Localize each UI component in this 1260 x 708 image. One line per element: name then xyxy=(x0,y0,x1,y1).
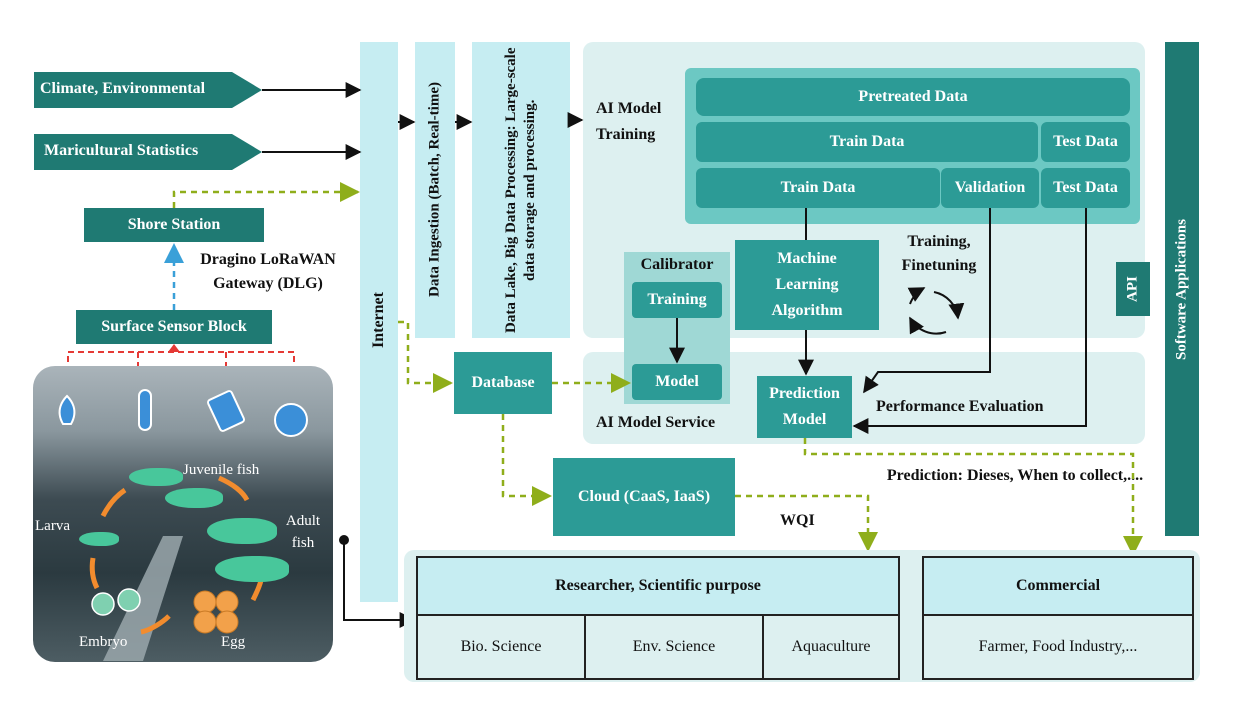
lifecycle-graphics xyxy=(58,389,308,661)
database-box: Database xyxy=(454,352,552,414)
test-data-1: Test Data xyxy=(1041,122,1130,162)
wqi-label: WQI xyxy=(780,512,815,529)
performance-evaluation-label: Performance Evaluation xyxy=(876,398,1044,415)
pretreated-data: Pretreated Data xyxy=(696,78,1130,116)
software-applications-bar xyxy=(1165,42,1199,536)
maricultural-banner xyxy=(34,134,262,170)
train-data-1: Train Data xyxy=(696,122,1038,162)
prediction-note: Prediction: Dieses, When to collect,.... xyxy=(886,467,1144,484)
climate-label: Climate, Environmental xyxy=(40,80,206,97)
calibrator-training: Training xyxy=(632,282,722,318)
cloud-box: Cloud (CaaS, IaaS) xyxy=(553,458,735,536)
thermometer-icon xyxy=(138,389,152,431)
adult-fish-graphic xyxy=(207,518,277,544)
larva-label: Larva xyxy=(35,518,70,534)
ml-algorithm: Machine Learning Algorithm xyxy=(735,240,879,330)
ai-model-service-label: AI Model Service xyxy=(596,414,716,431)
research-cell-aquaculture: Aquaculture xyxy=(791,638,871,655)
embryo-label: Embryo xyxy=(79,634,128,650)
research-header: Researcher, Scientific purpose xyxy=(418,558,898,616)
gauge-icon xyxy=(274,403,308,437)
juvenile-fish-graphic-2 xyxy=(165,488,223,508)
internet-bar xyxy=(360,42,398,602)
egg-label: Egg xyxy=(221,634,246,650)
validation-data: Validation xyxy=(941,168,1039,208)
test-data-2: Test Data xyxy=(1041,168,1130,208)
water-drop-icon xyxy=(58,394,76,425)
larva-graphic xyxy=(79,532,119,546)
commercial-cell: Farmer, Food Industry,... xyxy=(978,638,1138,655)
training-title: AI Model Training xyxy=(596,100,662,143)
research-cell-bio: Bio. Science xyxy=(418,616,586,678)
fish-farm-photo: Juvenile fish Larva Adult fish Embryo Eg… xyxy=(33,366,333,662)
climate-banner xyxy=(34,72,262,108)
shore-station: Shore Station xyxy=(84,208,264,242)
juvenile-label: Juvenile fish xyxy=(183,462,260,478)
sensor-icon xyxy=(207,390,245,432)
research-table: Researcher, Scientific purpose Bio. Scie… xyxy=(416,556,900,680)
commercial-table: Commercial Farmer, Food Industry,... xyxy=(922,556,1194,680)
maricultural-label: Maricultural Statistics xyxy=(44,142,199,159)
calibrator-label: Calibrator xyxy=(640,256,714,273)
calibrator-model: Model xyxy=(632,364,722,400)
juvenile-fish-graphic xyxy=(129,468,183,486)
surface-sensor-block: Surface Sensor Block xyxy=(76,310,272,344)
training-finetuning-label: Training, Finetuning xyxy=(901,233,977,274)
api-box xyxy=(1116,262,1150,316)
gateway-label: Dragino LoRaWAN Gateway (DLG) xyxy=(200,251,336,292)
prediction-model: Prediction Model xyxy=(757,376,852,438)
research-cell-env: Env. Science xyxy=(586,616,764,678)
adult-fish-graphic-2 xyxy=(215,556,289,582)
adult-label: Adult fish xyxy=(285,513,321,551)
train-data-2: Train Data xyxy=(696,168,940,208)
commercial-header: Commercial xyxy=(924,558,1192,616)
